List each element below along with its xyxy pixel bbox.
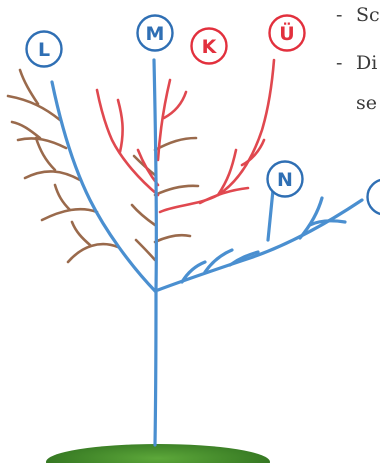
badge-L-text: L [38, 39, 50, 61]
side-text-line-3: se [356, 92, 377, 114]
badge-N-text: N [277, 169, 293, 191]
blue-framework [50, 58, 364, 447]
badge-L-circle [25, 30, 63, 68]
badge-K: K [190, 27, 228, 65]
red-shoots [95, 58, 276, 214]
badge-K-text: K [202, 36, 218, 58]
grass-mound [46, 444, 270, 463]
badge-M-circle [136, 14, 174, 52]
badge-L: L [25, 30, 63, 68]
badge-U-circle [268, 14, 306, 52]
side-text-line-1: Sc [356, 4, 380, 26]
side-text-line-2: Di [356, 52, 378, 74]
side-text-dash-1: - [336, 4, 343, 26]
badge-M: M [136, 14, 174, 52]
badge-N-circle [266, 160, 304, 198]
badge-K-circle [190, 27, 228, 65]
badge-partial-right [366, 178, 380, 216]
badge-N: N [266, 160, 304, 198]
brown-side-shoots [6, 68, 200, 264]
badge-U: Ü [268, 14, 306, 52]
badge-partial-circle [366, 178, 380, 216]
side-text-dash-2: - [336, 52, 343, 74]
badge-M-text: M [146, 23, 165, 45]
badge-U-text: Ü [279, 21, 294, 45]
